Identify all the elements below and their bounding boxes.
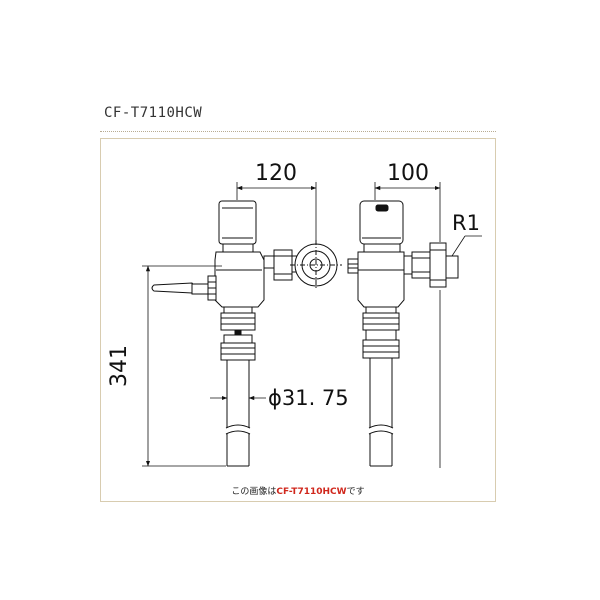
caption-prefix: この画像は (231, 487, 277, 497)
dimension-thread: R1 (452, 211, 480, 235)
front-view-valve (151, 200, 342, 467)
side-view-valve (347, 200, 459, 467)
caption-suffix: です (346, 487, 365, 497)
caption: この画像はCF-T7110HCWです (100, 484, 496, 497)
dimension-height-total: 341 (107, 345, 132, 387)
title-divider (100, 131, 496, 132)
drawing-panel (100, 138, 496, 502)
dimension-width-side: 100 (387, 161, 429, 186)
caption-model-code: CF-T7110HCW (276, 487, 347, 497)
dimension-lines (142, 182, 482, 468)
dimension-width-front: 120 (255, 161, 297, 186)
dimension-pipe-diameter: ϕ31. 75 (268, 386, 349, 410)
model-title: CF-T7110HCW (104, 105, 203, 121)
